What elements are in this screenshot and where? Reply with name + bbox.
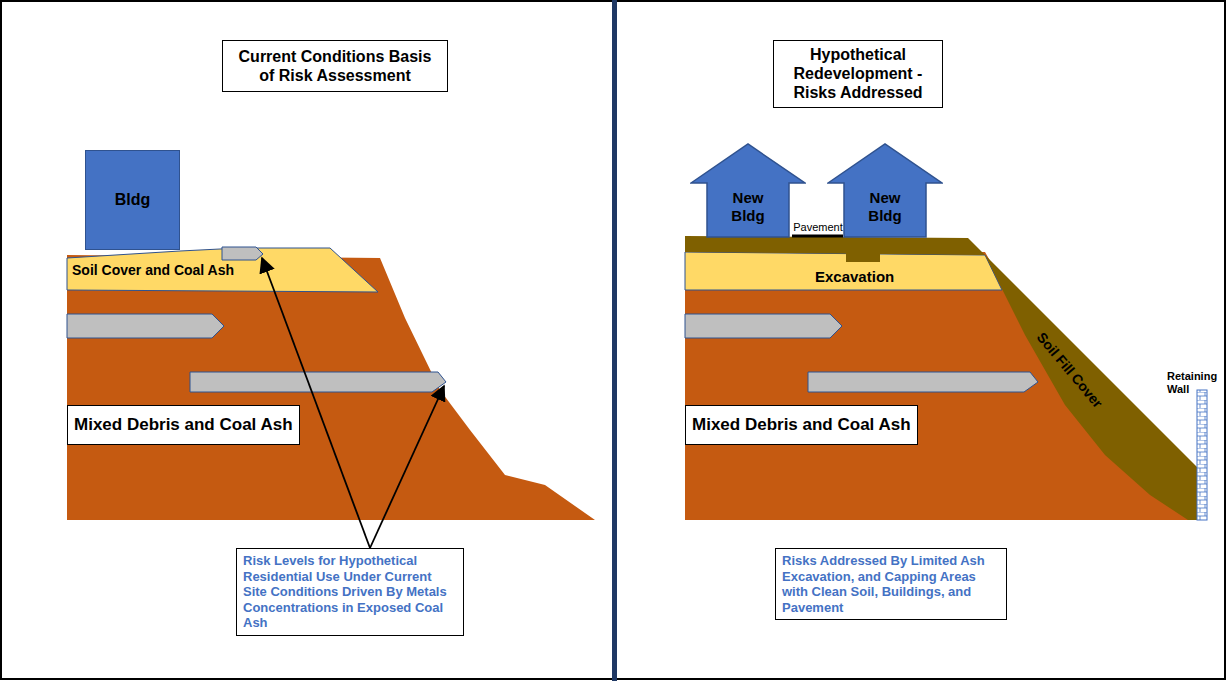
pavement-line <box>792 235 843 238</box>
excavation-label: Excavation <box>815 268 894 285</box>
debris-fill <box>685 250 1195 520</box>
layer-label: Soil Cover and Coal Ash <box>72 262 234 278</box>
node-text: Mixed Debris and Coal Ash <box>74 415 293 435</box>
node-text: Mixed Debris and Coal Ash <box>692 415 911 435</box>
wall-label: Retaining Wall <box>1167 370 1223 395</box>
callout-box: Risk Levels for Hypothetical Residential… <box>236 548 464 636</box>
leader-arrow <box>370 386 444 548</box>
ash-lens <box>808 372 1038 392</box>
node-text: Risk Levels for Hypothetical Residential… <box>243 553 457 631</box>
house-shape <box>691 144 805 237</box>
retaining-wall <box>1197 390 1207 520</box>
soil-fill-cover <box>685 236 1200 520</box>
house-building: New Bldg <box>827 143 943 238</box>
house-shape <box>828 144 942 237</box>
node-text: Bldg <box>115 190 151 209</box>
material-label-box: Mixed Debris and Coal Ash <box>685 405 918 445</box>
leader-arrow <box>262 258 370 548</box>
panel-divider <box>612 0 617 681</box>
soil-cover-layer <box>685 252 1002 290</box>
node-text: Risks Addressed By Limited Ash Excavatio… <box>782 553 1000 615</box>
panel-title: Hypothetical Redevelopment - Risks Addre… <box>773 40 943 108</box>
building: Bldg <box>85 150 180 250</box>
panel-title: Current Conditions Basis of Risk Assessm… <box>222 40 448 92</box>
node-text: New Bldg <box>716 189 780 225</box>
excavation-fill <box>846 250 880 262</box>
node-text: New Bldg <box>853 189 917 225</box>
ash-lens <box>222 247 263 260</box>
pavement-label: Pavement <box>792 221 844 234</box>
ash-lens <box>67 314 224 338</box>
node-text: Current Conditions Basis of Risk Assessm… <box>229 47 441 85</box>
callout-box: Risks Addressed By Limited Ash Excavatio… <box>775 548 1007 620</box>
debris-fill <box>67 255 595 520</box>
ash-lens <box>190 372 446 392</box>
material-label-box: Mixed Debris and Coal Ash <box>67 405 300 445</box>
house-building: New Bldg <box>690 143 806 238</box>
ash-lens <box>685 314 842 338</box>
soil-cover-layer <box>67 248 378 292</box>
node-text: Hypothetical Redevelopment - Risks Addre… <box>780 45 936 103</box>
